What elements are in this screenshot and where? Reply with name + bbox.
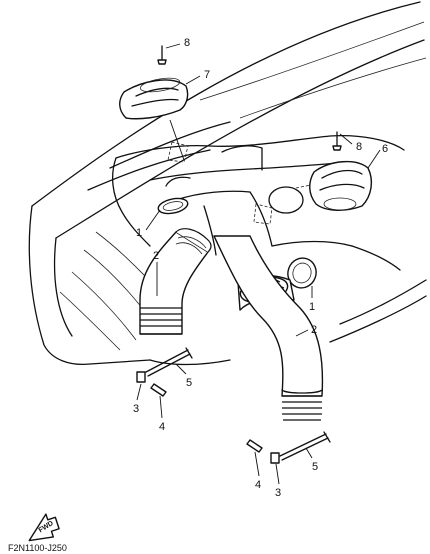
pin-right: [246, 439, 263, 453]
grommet-upper: [157, 197, 189, 215]
callout-1-lower: 1: [309, 301, 315, 313]
callout-1-upper: 1: [136, 227, 142, 239]
callout-5-right: 5: [312, 461, 318, 473]
band-clamp-right: [279, 431, 331, 461]
callout-3-left: 3: [133, 403, 139, 415]
fwd-arrow-icon: FWD: [28, 513, 60, 542]
leader-lines: [136, 43, 381, 485]
callout-2-left: 2: [153, 250, 159, 262]
callout-4-right: 4: [255, 479, 261, 491]
callout-4-left: 4: [159, 421, 165, 433]
pin-left: [150, 383, 167, 397]
clip-right: [270, 452, 280, 464]
callout-7: 7: [204, 69, 210, 81]
cover-part-7: [119, 77, 189, 120]
cover-part-6: [309, 161, 373, 211]
screw-right: [332, 131, 342, 151]
drawing-code: F2N1100-J250: [8, 543, 67, 553]
band-clamp-left: [145, 347, 193, 377]
duct-hose-right: [213, 235, 324, 421]
hull-outline: [28, 1, 427, 366]
callout-8-right: 8: [356, 141, 362, 153]
callout-3-right: 3: [275, 487, 281, 499]
callout-5-left: 5: [186, 377, 192, 389]
callout-8-upper: 8: [184, 37, 190, 49]
screw-upper: [157, 45, 167, 65]
inner-housing: [111, 134, 405, 271]
grommet-lower: [287, 257, 317, 289]
clip-left: [136, 371, 146, 383]
callout-6: 6: [382, 143, 388, 155]
callout-2-right: 2: [311, 324, 317, 336]
duct-hose-left: [139, 228, 212, 335]
